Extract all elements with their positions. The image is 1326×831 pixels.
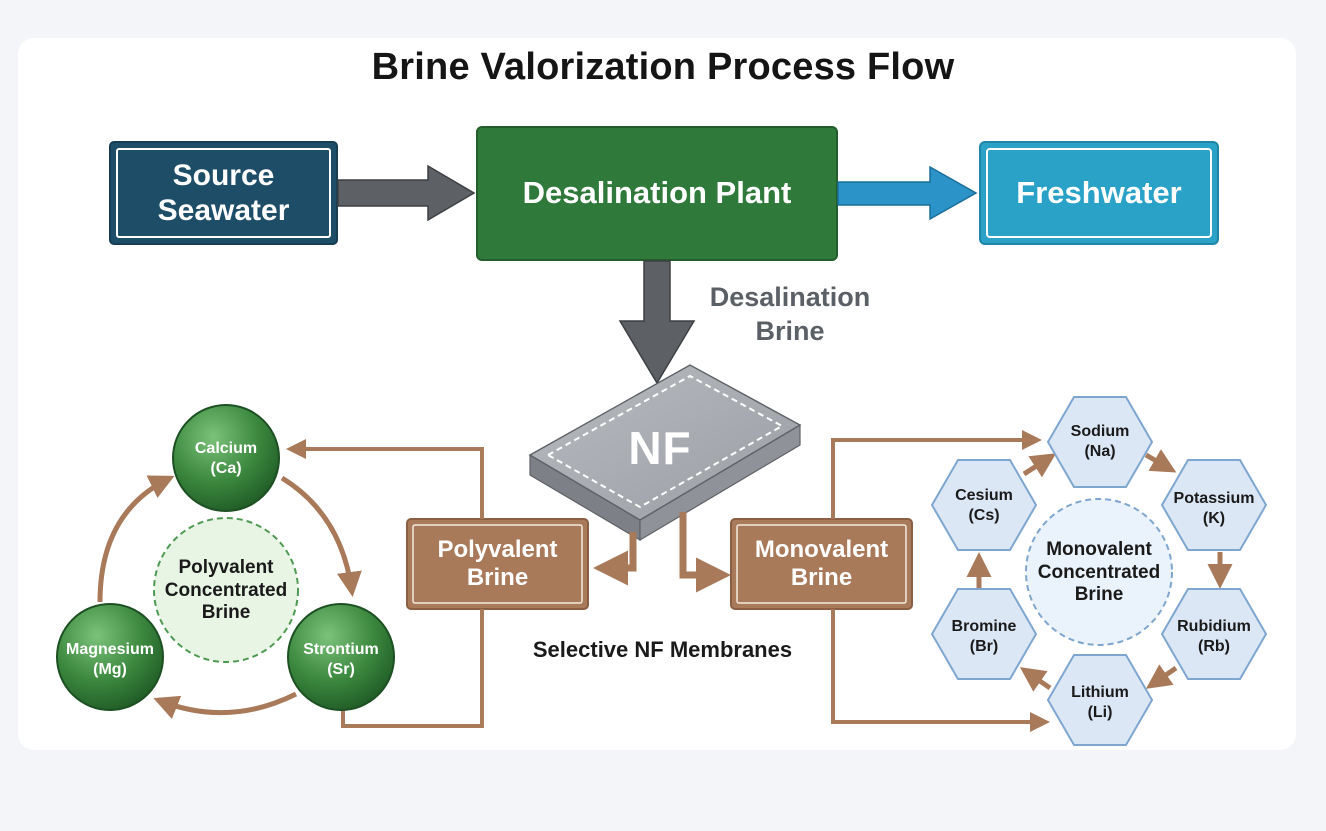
freshwater-label: Freshwater bbox=[1016, 174, 1182, 210]
bromine-symbol: (Br) bbox=[969, 638, 999, 655]
connector-monovalent-to-sodium bbox=[831, 430, 1042, 519]
cycle-arrow-cesium-to-sodium bbox=[1022, 453, 1057, 478]
arrow-nf-to-monovalent bbox=[679, 512, 731, 593]
sodium-name: Sodium bbox=[1070, 422, 1130, 440]
diagram-title: Brine Valorization Process Flow bbox=[371, 46, 955, 88]
hex-lithium-label: Lithium (Li) bbox=[1060, 680, 1140, 726]
source-seawater-label: Source Seawater bbox=[157, 158, 290, 227]
hex-sodium-label: Sodium (Na) bbox=[1060, 419, 1140, 465]
connector-monovalent-to-lithium bbox=[831, 609, 1050, 732]
nf-label: NF bbox=[628, 422, 692, 474]
sphere-strontium bbox=[287, 603, 395, 711]
arrow-source-to-plant bbox=[337, 164, 476, 222]
polyvalent-center-circle bbox=[153, 517, 299, 663]
arrow-nf-to-polyvalent bbox=[593, 532, 637, 586]
cycle-arrow-calcium-to-strontium bbox=[280, 475, 362, 597]
arrow-plant-to-nf bbox=[618, 260, 696, 385]
nf-caption: Selective NF Membranes bbox=[532, 637, 793, 662]
sphere-magnesium-label: Magnesium (Mg) bbox=[58, 637, 162, 683]
hex-sodium bbox=[1046, 396, 1154, 488]
hex-cesium bbox=[930, 459, 1038, 551]
desalination-plant-label: Desalination Plant bbox=[522, 175, 792, 211]
hex-potassium-label: Potassium (K) bbox=[1166, 486, 1262, 532]
rubidium-name: Rubidium bbox=[1177, 617, 1251, 635]
sphere-strontium-label: Strontium (Sr) bbox=[293, 637, 389, 683]
hex-bromine-label: Bromine (Br) bbox=[938, 614, 1030, 660]
cycle-arrow-strontium-to-magnesium bbox=[153, 691, 298, 720]
connector-polyvalent-to-calcium bbox=[286, 439, 484, 519]
cesium-name: Cesium bbox=[955, 486, 1013, 504]
potassium-symbol: (K) bbox=[1202, 510, 1226, 527]
cycle-arrow-magnesium-to-calcium bbox=[97, 475, 175, 603]
strontium-symbol: (Sr) bbox=[327, 661, 355, 678]
sphere-magnesium bbox=[56, 603, 164, 711]
lithium-symbol: (Li) bbox=[1087, 704, 1113, 721]
freshwater-box bbox=[979, 141, 1219, 245]
cycle-arrow-lithium-to-bromine bbox=[1019, 667, 1052, 692]
monovalent-brine-label: Monovalent Brine bbox=[754, 535, 889, 591]
polyvalent-center-label: Polyvalent Concentrated Brine bbox=[164, 556, 288, 624]
cycle-arrow-sodium-to-potassium bbox=[1144, 449, 1177, 473]
monovalent-brine-box bbox=[730, 518, 913, 610]
magnesium-symbol: (Mg) bbox=[93, 661, 127, 678]
monovalent-center-label: Monovalent Concentrated Brine bbox=[1037, 538, 1161, 606]
bromine-name: Bromine bbox=[951, 617, 1017, 635]
hex-rubidium bbox=[1160, 588, 1268, 680]
magnesium-name: Magnesium bbox=[65, 640, 154, 658]
hex-potassium bbox=[1160, 459, 1268, 551]
sodium-symbol: (Na) bbox=[1084, 443, 1116, 460]
potassium-name: Potassium bbox=[1173, 489, 1255, 507]
rubidium-symbol: (Rb) bbox=[1198, 638, 1230, 655]
sphere-calcium bbox=[172, 404, 280, 512]
hex-rubidium-label: Rubidium (Rb) bbox=[1166, 614, 1262, 660]
desalination-brine-label: Desalination Brine bbox=[709, 282, 871, 346]
lithium-name: Lithium bbox=[1071, 683, 1129, 701]
hex-bromine bbox=[930, 588, 1038, 680]
arrow-plant-to-freshwater bbox=[837, 165, 978, 221]
polyvalent-brine-label: Polyvalent Brine bbox=[437, 535, 558, 591]
nf-membrane-block bbox=[528, 364, 802, 542]
calcium-symbol: (Ca) bbox=[210, 460, 242, 477]
hex-cesium-label: Cesium (Cs) bbox=[938, 483, 1030, 529]
monovalent-center-circle bbox=[1025, 498, 1173, 646]
cycle-arrow-rubidium-to-lithium bbox=[1145, 664, 1178, 689]
strontium-name: Strontium bbox=[303, 640, 379, 658]
connector-strontium-to-polyvalent bbox=[341, 609, 484, 728]
desalination-plant-box bbox=[476, 126, 838, 261]
source-seawater-box bbox=[109, 141, 338, 245]
calcium-name: Calcium bbox=[194, 439, 258, 457]
cesium-symbol: (Cs) bbox=[968, 507, 1000, 524]
hex-lithium bbox=[1046, 654, 1154, 746]
polyvalent-brine-box bbox=[406, 518, 589, 610]
sphere-calcium-label: Calcium (Ca) bbox=[178, 436, 274, 482]
